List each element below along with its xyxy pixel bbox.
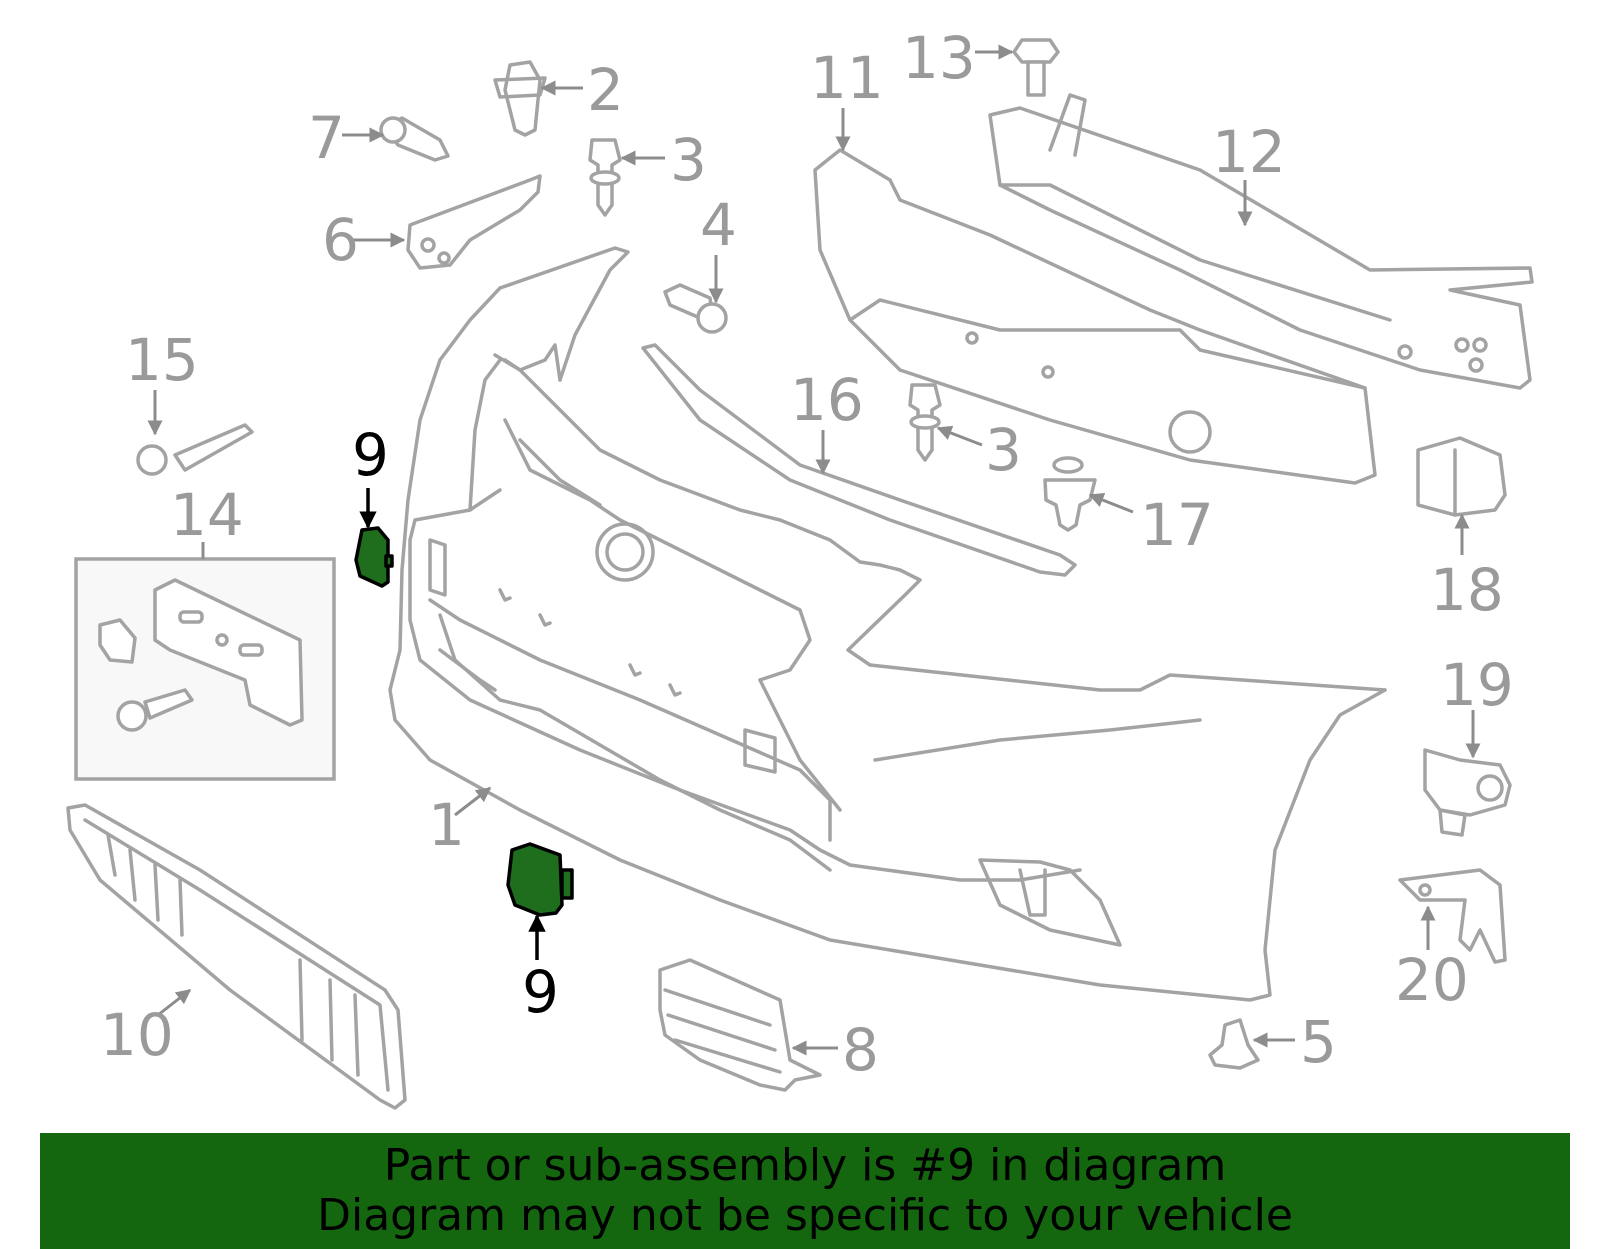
callout-5: 5 — [1300, 1008, 1337, 1076]
callout-12: 12 — [1212, 118, 1286, 186]
screw-part-7 — [379, 116, 450, 162]
pin-part-3-lower — [908, 383, 942, 462]
reinforcement-part-12 — [988, 93, 1534, 390]
callout-17: 17 — [1140, 491, 1214, 559]
leader-lines — [147, 44, 1481, 1056]
callout-3-lower: 3 — [985, 416, 1022, 484]
callout-6: 6 — [322, 206, 359, 274]
absorber-part-11 — [813, 148, 1377, 485]
highlighted-part-9-lower — [506, 842, 574, 917]
lower-grille-part-10 — [66, 803, 407, 1110]
bolt-part-13 — [1012, 38, 1060, 97]
callout-19: 19 — [1440, 651, 1514, 719]
pin-part-3-upper — [588, 138, 622, 217]
banner-line-2: Diagram may not be specific to your vehi… — [317, 1190, 1293, 1241]
callout-14: 14 — [170, 481, 244, 549]
sensor-bracket-part-18 — [1416, 436, 1507, 517]
callout-10: 10 — [100, 1001, 174, 1069]
callout-13: 13 — [902, 24, 976, 92]
info-banner: Part or sub-assembly is #9 in diagram Di… — [40, 1133, 1570, 1249]
callout-9-lower: 9 — [522, 958, 559, 1026]
callout-11: 11 — [810, 44, 884, 112]
callout-4: 4 — [700, 191, 737, 259]
callout-15: 15 — [125, 326, 199, 394]
clip-part-17 — [1043, 456, 1097, 532]
callout-7: 7 — [308, 104, 345, 172]
callout-2: 2 — [587, 56, 624, 124]
bumper-cover-part-1 — [388, 246, 1387, 1002]
callout-1: 1 — [428, 791, 465, 859]
callout-3-upper: 3 — [670, 126, 707, 194]
nut-part-5 — [1208, 1018, 1260, 1070]
highlighted-part-9-upper — [354, 526, 394, 588]
banner-line-1: Part or sub-assembly is #9 in diagram — [383, 1140, 1227, 1191]
plate-bracket-kit-part-14 — [74, 557, 336, 781]
callout-20: 20 — [1395, 946, 1469, 1014]
bracket-part-6 — [406, 174, 542, 270]
callout-8: 8 — [842, 1016, 879, 1084]
fog-bezel-part-8 — [658, 958, 822, 1092]
callout-18: 18 — [1430, 556, 1504, 624]
callout-labels: 1 2 3 3 4 5 6 7 8 9 9 10 11 12 13 14 15 … — [100, 24, 1514, 1084]
bolt-part-4 — [663, 283, 728, 334]
callout-9-upper: 9 — [352, 421, 389, 489]
cable-part-15 — [136, 423, 254, 476]
clip-part-2 — [493, 60, 547, 137]
callout-16: 16 — [790, 366, 864, 434]
bracket-part-20 — [1398, 868, 1507, 964]
sensor-part-19 — [1423, 748, 1512, 837]
molding-part-16 — [641, 343, 1077, 577]
